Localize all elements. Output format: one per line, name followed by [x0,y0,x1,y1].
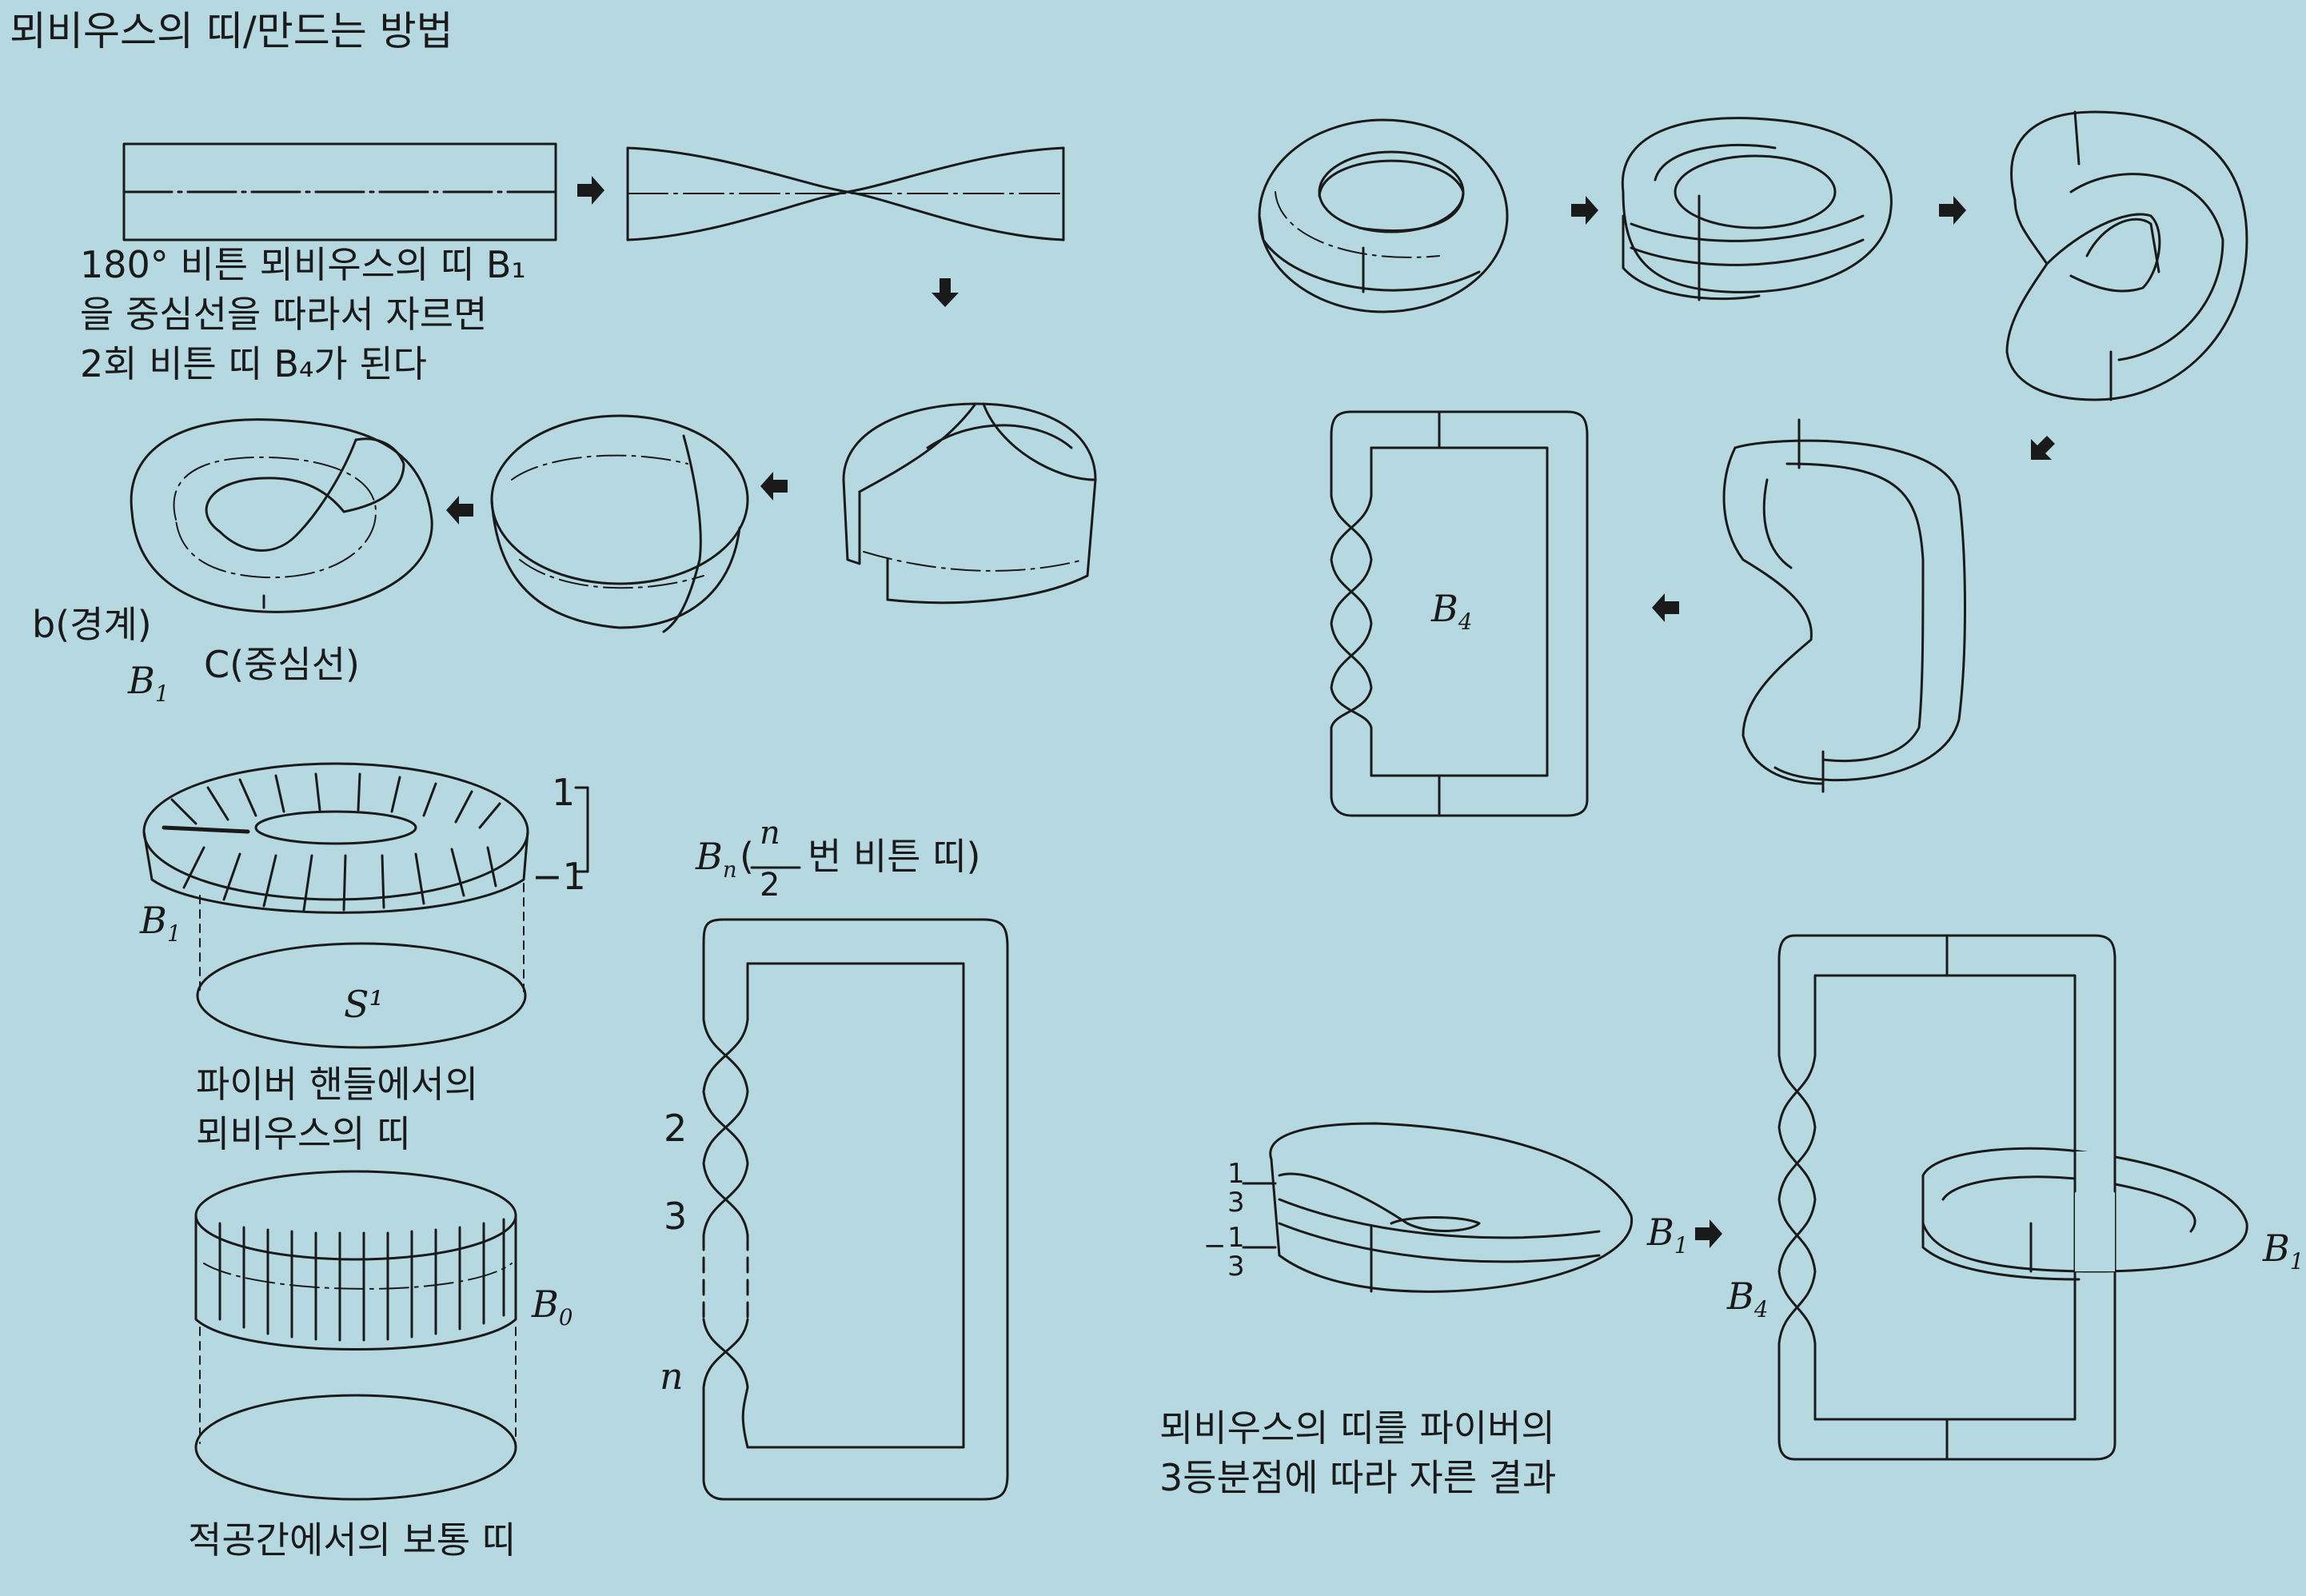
caption-third: 뫼비우스의 띠를 파이버의 3등분점에 따라 자른 결과 [1159,1403,1556,1502]
label-s1: S¹ [344,983,384,1026]
caption-cut-line-1: 180° 비튼 뫼비우스의 띠 B₁ [80,243,526,286]
label-bn: Bn [696,835,737,884]
caption-cut: 180° 비튼 뫼비우스의 띠 B₁ 을 중심선을 따라서 자르면 2회 비튼 … [80,240,526,389]
twist-label-3: 3 [664,1195,688,1238]
ordinary-band-b0 [194,1170,517,1501]
label-b1-fiber: B1 [140,899,182,948]
page-title: 뫼비우스의 띠/만드는 방법 [10,8,453,54]
arrow-down-left [2031,436,2055,460]
arrow-left-3 [1652,593,1679,622]
caption-cut-line-3: 2회 비튼 띠 B₄가 된다 [80,342,427,385]
arrow-right-1 [577,176,604,205]
label-bn-frac-n: n [760,815,780,852]
fiber-handle-mobius [142,762,589,1049]
label-minus-one: −1 [532,855,586,898]
arrow-left-1 [446,496,473,525]
caption-fiber-line-1: 파이버 핸들에서의 [196,1063,479,1106]
flat-strip [122,142,557,241]
label-center-line: C(중심선) [204,643,360,686]
caption-third-line-2: 3등분점에 따라 자른 결과 [1159,1456,1557,1499]
arrow-down-1 [932,278,959,307]
b4-linked-b1 [1777,934,2248,1461]
right-stage-4 [1722,418,1966,793]
label-bn-frac-2: 2 [760,867,780,904]
mobius-b1 [130,418,433,613]
arrow-right-3 [1939,196,1966,225]
label-b1-linked: B1 [2263,1227,2304,1275]
twisted-strip [626,146,1065,241]
label-one: 1 [552,771,576,814]
mobius-third-cut [1242,1122,1634,1293]
caption-third-line-1: 뫼비우스의 띠를 파이버의 [1159,1406,1555,1450]
label-b4-right: B4 [1431,587,1473,636]
arrow-right-4 [1695,1219,1722,1248]
right-stage-1 [1258,118,1509,313]
label-boundary: b(경계) [32,603,152,646]
label-b1-cut: B1 [1647,1211,1689,1259]
arrow-right-2 [1571,196,1598,225]
twist-label-2: 2 [664,1107,688,1150]
strip-stage-cut-ring [842,402,1097,604]
frac-third-minus: − [1203,1230,1227,1262]
right-stage-3 [2005,110,2248,401]
right-stage-2 [1621,117,1893,301]
caption-fiber: 파이버 핸들에서의 뫼비우스의 띠 [196,1059,478,1159]
label-b1-mobius: B1 [128,659,170,708]
label-b4-linked: B4 [1727,1275,1769,1323]
label-bn-paren: ( [740,835,754,878]
caption-cut-line-2: 을 중심선을 따라서 자르면 [80,293,488,336]
arrow-left-2 [760,472,788,501]
twisted-band-bn [702,866,1009,1501]
twist-label-n: n [660,1355,684,1398]
caption-fiber-line-2: 뫼비우스의 띠 [196,1112,411,1155]
label-bn-text: 번 비튼 띠) [808,835,981,878]
right-b4-frame [1330,410,1589,817]
strip-stage-bowl [490,414,749,633]
caption-product: 적공간에서의 보통 띠 [188,1518,517,1562]
label-b0: B0 [532,1283,573,1331]
